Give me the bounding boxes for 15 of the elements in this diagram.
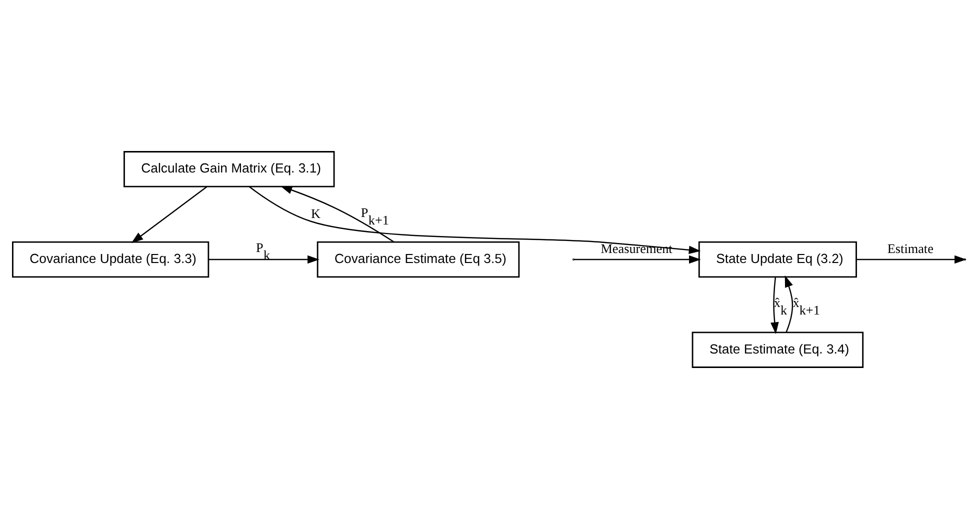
node-box: Calculate Gain Matrix (Eq. 3.1) [124,151,335,188]
arrow [574,255,701,264]
arrow [784,275,794,332]
arrow [248,186,701,254]
node-box: State Estimate (Eq. 3.4) [692,332,864,368]
node-box: Covariance Update (Eq. 3.3) [12,241,210,278]
arrow [208,255,320,264]
arrow [280,186,394,242]
edge-label: Measurement [600,241,672,256]
edge-label: Estimate [887,241,934,256]
arrow [856,255,966,264]
arrow [131,186,208,244]
node-box: Covariance Estimate (Eq 3.5) [316,241,520,278]
node-box: State Update Eq (3.2) [698,241,857,278]
edge-label: K [310,206,321,221]
